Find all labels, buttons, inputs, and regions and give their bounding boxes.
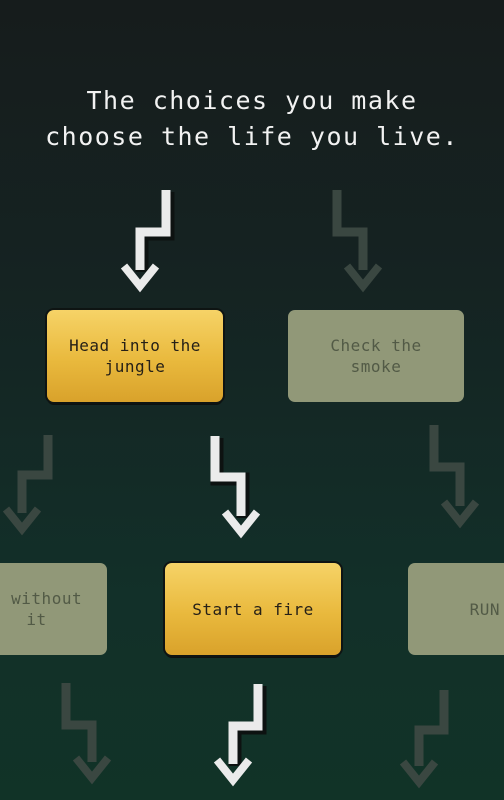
tagline-line-2: choose the life you live. bbox=[45, 122, 459, 151]
choice-run[interactable]: RUN bbox=[408, 563, 504, 655]
choice-check-smoke[interactable]: Check the smoke bbox=[288, 310, 464, 402]
zigzag-down-arrow-icon bbox=[429, 425, 480, 529]
choice-start-fire[interactable]: Start a fire bbox=[165, 563, 341, 655]
zigzag-down-arrow-icon bbox=[213, 684, 267, 787]
zigzag-down-arrow-icon bbox=[210, 436, 261, 539]
tagline-line-1: The choices you make bbox=[86, 86, 418, 115]
zigzag-down-arrow-icon bbox=[399, 690, 449, 789]
choice-go-without-it[interactable]: o without it bbox=[0, 563, 107, 655]
zigzag-down-arrow-icon bbox=[120, 190, 175, 293]
zigzag-down-arrow-icon bbox=[2, 435, 53, 536]
choice-head-into-jungle[interactable]: Head into the jungle bbox=[47, 310, 223, 402]
zigzag-down-arrow-icon bbox=[61, 683, 112, 785]
zigzag-down-arrow-icon bbox=[332, 190, 383, 293]
